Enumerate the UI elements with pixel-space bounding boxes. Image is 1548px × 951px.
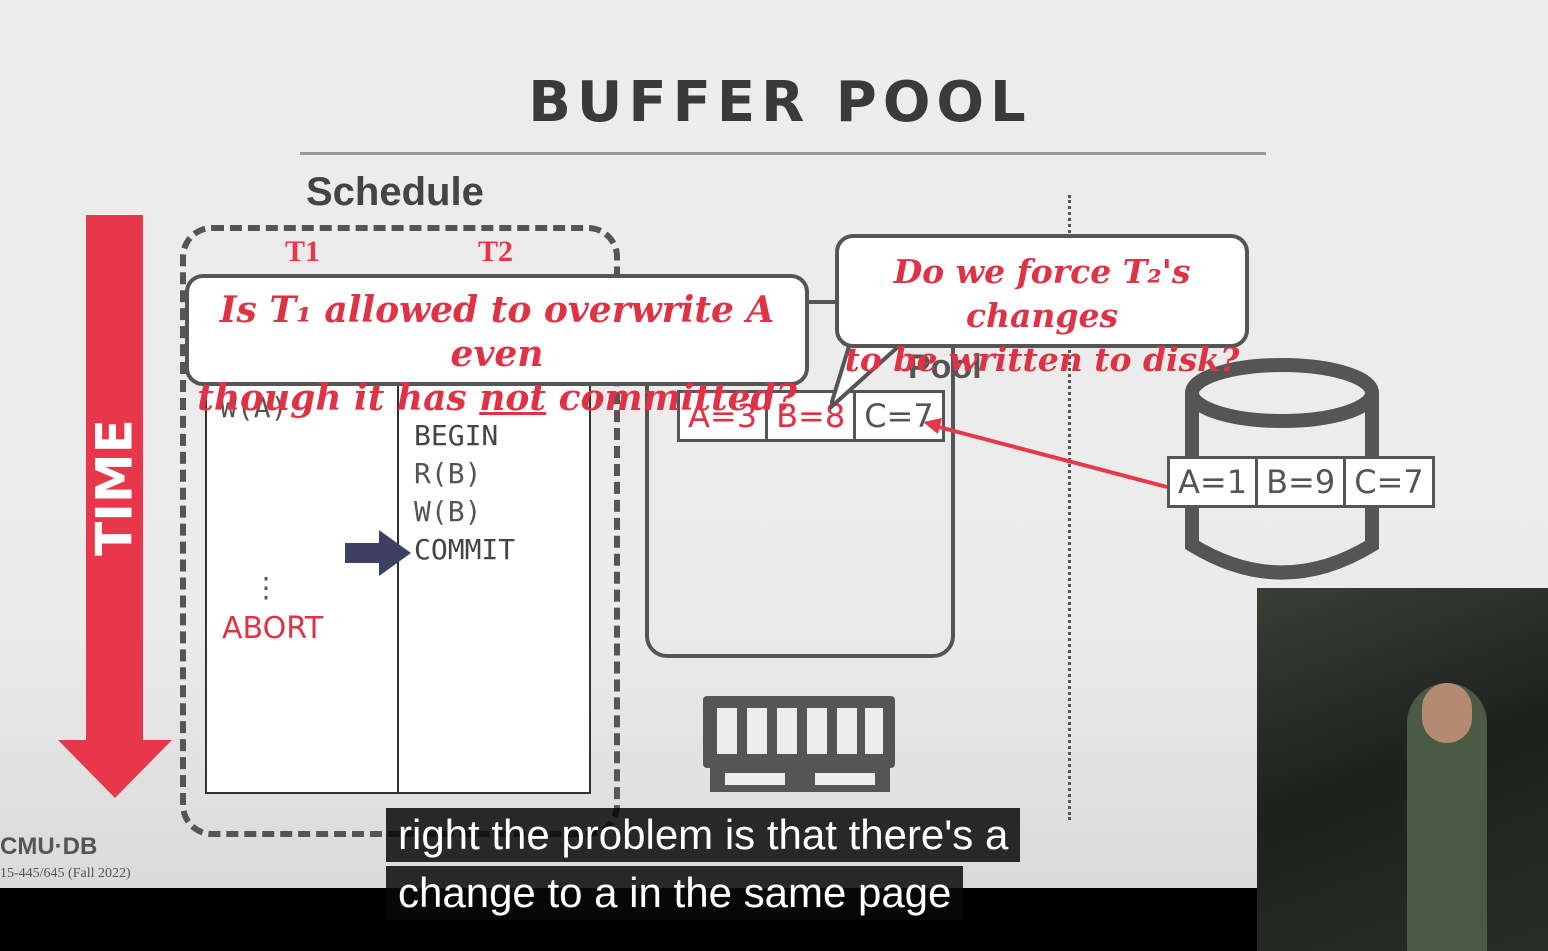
t2-write-b: W(B) xyxy=(414,495,482,528)
callout-overwrite-question: Is T₁ allowed to overwrite A even though… xyxy=(185,274,809,419)
disk-icon xyxy=(1185,358,1379,580)
disk-cell-b: B=9 xyxy=(1258,459,1347,506)
course-label: 15-445/645 (Fall 2022) xyxy=(0,866,131,881)
time-label: TIME xyxy=(85,419,144,556)
copy-arrow-icon xyxy=(923,418,1168,489)
schedule-table xyxy=(205,380,591,794)
t2-read-b: R(B) xyxy=(414,457,482,490)
current-step-arrow-icon xyxy=(345,530,411,576)
callout1-line2: though it has not committed? xyxy=(189,376,805,420)
disk-page: A=1 B=9 C=7 xyxy=(1167,456,1435,509)
caption-line-1: right the problem is that there's a xyxy=(386,808,1021,863)
disk-cell-a: A=1 xyxy=(1170,459,1259,506)
t2-commit: COMMIT xyxy=(414,533,516,566)
cmu-db-logo: CMU·DB xyxy=(0,833,98,860)
t1-ellipsis: ⋮ xyxy=(252,571,280,604)
caption-line-2: change to a in the same page xyxy=(386,866,964,921)
buffer-cell-a: A=3 xyxy=(680,393,769,440)
instructor-webcam xyxy=(1257,588,1548,951)
buffer-page: A=3 B=8 C=7 xyxy=(677,390,945,443)
callout1-not: not xyxy=(479,377,547,419)
buffer-cell-c: C=7 xyxy=(864,397,934,435)
callout-force-question: Do we force T₂'s changes to be written t… xyxy=(835,234,1249,379)
memory-chip-icon xyxy=(703,696,895,792)
title-divider xyxy=(300,152,1266,155)
disk-cell-c: C=7 xyxy=(1354,463,1424,501)
instructor-head xyxy=(1422,683,1472,743)
slide-title: BUFFER POOL xyxy=(528,70,1032,135)
lecture-slide: BUFFER POOL Schedule TIME T1 T2 W(A) BEG… xyxy=(0,0,1548,888)
time-arrow xyxy=(86,215,143,745)
schedule-label: Schedule xyxy=(306,170,484,214)
memory-disk-divider xyxy=(1068,195,1071,820)
callout1-text: though it has xyxy=(197,377,480,419)
t2-header: T2 xyxy=(478,235,514,268)
callout1-line1: Is T₁ allowed to overwrite A even xyxy=(219,289,775,375)
callout2-tail-icon xyxy=(830,343,902,411)
callout1-text: committed? xyxy=(546,377,797,419)
pool-label: Pool xyxy=(908,348,982,386)
t2-begin: BEGIN xyxy=(414,419,499,452)
callout2-line1: Do we force T₂'s changes xyxy=(893,252,1191,335)
t1-write-a: W(A) xyxy=(220,391,288,424)
time-arrow-head-icon xyxy=(58,740,172,798)
t1-abort: ABORT xyxy=(222,611,324,646)
t1-header: T1 xyxy=(285,235,321,268)
callout2-line2: to be written to disk? xyxy=(844,340,1240,379)
